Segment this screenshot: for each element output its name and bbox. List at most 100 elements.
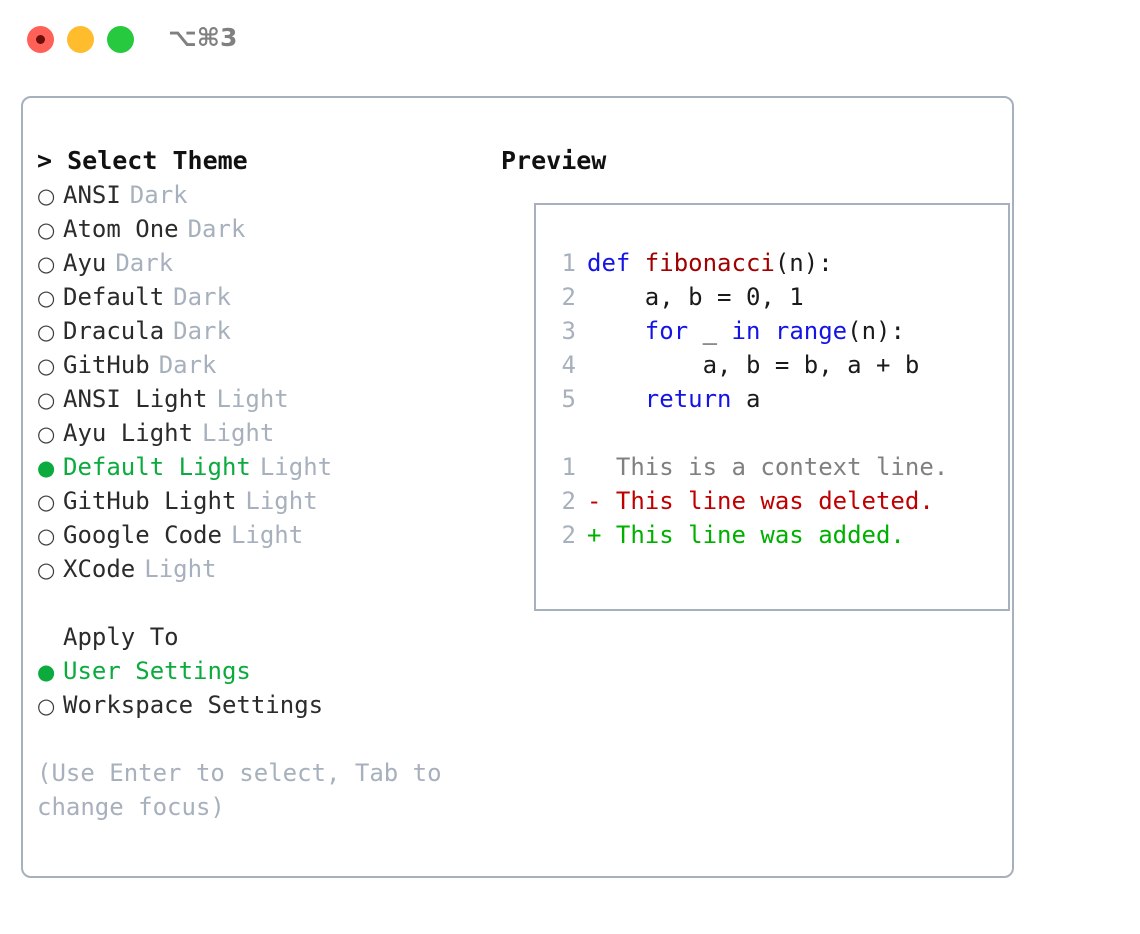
theme-option-variant: Light [230, 521, 304, 549]
theme-option-default[interactable]: ○ Default Dark [37, 280, 497, 314]
diff-text: + This line was added. [587, 521, 905, 549]
code-token: in [731, 317, 761, 345]
theme-option-github-light[interactable]: ○ GitHub Light Light [37, 484, 497, 518]
radio-unselected-icon: ○ [37, 694, 56, 718]
code-token: for [644, 317, 689, 345]
code-token: _ [688, 317, 732, 345]
apply-to-option-workspace-settings[interactable]: ○ Workspace Settings [37, 688, 497, 722]
radio-unselected-icon: ○ [37, 558, 56, 582]
theme-option-variant: Light [202, 419, 275, 447]
theme-option-ansi[interactable]: ○ ANSI Dark [37, 178, 497, 212]
line-number: 2 [561, 521, 576, 549]
code-line: 3 for _ in range(n): [554, 314, 948, 348]
theme-option-variant: Dark [115, 249, 174, 277]
theme-option-label: Default Light [63, 453, 251, 481]
theme-option-label: Ayu [63, 249, 107, 277]
code-token: (n): [774, 249, 833, 277]
close-button[interactable] [27, 26, 54, 53]
title-bar: ⌥⌘3 [0, 0, 1140, 80]
apply-to-header: Apply To [63, 623, 179, 651]
code-line: 5 return a [554, 382, 948, 416]
code-token [760, 317, 774, 345]
theme-option-label: GitHub [63, 351, 150, 379]
code-token [587, 385, 645, 413]
radio-selected-icon: ● [37, 456, 56, 480]
line-number: 1 [561, 249, 576, 277]
code-token: a [731, 385, 761, 413]
radio-unselected-icon: ○ [37, 184, 56, 208]
theme-option-label: ANSI Light [63, 385, 208, 413]
radio-unselected-icon: ○ [37, 218, 56, 242]
line-number: 2 [561, 487, 576, 515]
apply-to-option-label: Workspace Settings [63, 691, 324, 719]
theme-option-variant: Light [259, 453, 333, 481]
diff-line: 2 + This line was added. [554, 518, 948, 552]
line-number: 4 [561, 351, 576, 379]
code-token: (n): [847, 317, 905, 345]
theme-option-variant: Dark [187, 215, 246, 243]
line-number: 1 [561, 453, 576, 481]
radio-unselected-icon: ○ [37, 354, 56, 378]
code-token: fibonacci [644, 249, 775, 277]
maximize-button[interactable] [107, 26, 134, 53]
code-token: range [774, 317, 848, 345]
code-token [587, 317, 645, 345]
minimize-button[interactable] [67, 26, 94, 53]
theme-option-ansi-light[interactable]: ○ ANSI Light Light [37, 382, 497, 416]
theme-option-label: Default [63, 283, 165, 311]
code-line: 4 a, b = b, a + b [554, 348, 948, 382]
theme-option-variant: Light [216, 385, 289, 413]
radio-unselected-icon: ○ [37, 490, 56, 514]
diff-text: This is a context line. [587, 453, 949, 481]
code-token: a, b = 0, 1 [587, 283, 804, 311]
apply-to-option-label: User Settings [63, 657, 251, 685]
radio-selected-icon: ● [37, 660, 56, 684]
list-spacer [37, 586, 497, 620]
line-number: 5 [561, 385, 576, 413]
diff-line: 2- This line was deleted. [554, 484, 948, 518]
theme-option-label: ANSI [63, 181, 121, 209]
theme-option-variant: Light [245, 487, 318, 515]
radio-unselected-icon: ○ [37, 252, 56, 276]
window-controls [27, 26, 134, 53]
radio-unselected-icon: ○ [37, 286, 56, 310]
code-token: return [644, 385, 732, 413]
theme-option-label: Dracula [63, 317, 165, 345]
theme-option-variant: Light [144, 555, 217, 583]
theme-option-default-light[interactable]: ● Default Light Light [37, 450, 497, 484]
code-line: 2 a, b = 0, 1 [554, 280, 948, 314]
line-number: 3 [561, 317, 576, 345]
apply-to-list[interactable]: ● User Settings ○ Workspace Settings [37, 654, 497, 722]
theme-option-label: GitHub Light [63, 487, 237, 515]
select-theme-header: > Select Theme [37, 146, 248, 175]
theme-option-variant: Dark [158, 351, 217, 379]
diff-line: 1 This is a context line. [554, 450, 949, 484]
theme-option-ayu[interactable]: ○ Ayu Dark [37, 246, 497, 280]
theme-option-variant: Dark [129, 181, 188, 209]
hint-spacer [37, 722, 497, 756]
apply-to-option-user-settings[interactable]: ● User Settings [37, 654, 497, 688]
keyboard-shortcut-label: ⌥⌘3 [168, 23, 238, 52]
radio-unselected-icon: ○ [37, 320, 56, 344]
theme-option-github[interactable]: ○ GitHub Dark [37, 348, 497, 382]
code-token: a, b = b, a + b [587, 351, 920, 379]
preview-header: Preview [501, 146, 607, 175]
theme-option-label: Atom One [63, 215, 179, 243]
theme-option-variant: Dark [173, 283, 231, 311]
radio-unselected-icon: ○ [37, 422, 56, 446]
theme-option-atom-one[interactable]: ○ Atom One Dark [37, 212, 497, 246]
radio-unselected-icon: ○ [37, 388, 56, 412]
keyboard-hint: (Use Enter to select, Tab to change focu… [37, 759, 442, 821]
